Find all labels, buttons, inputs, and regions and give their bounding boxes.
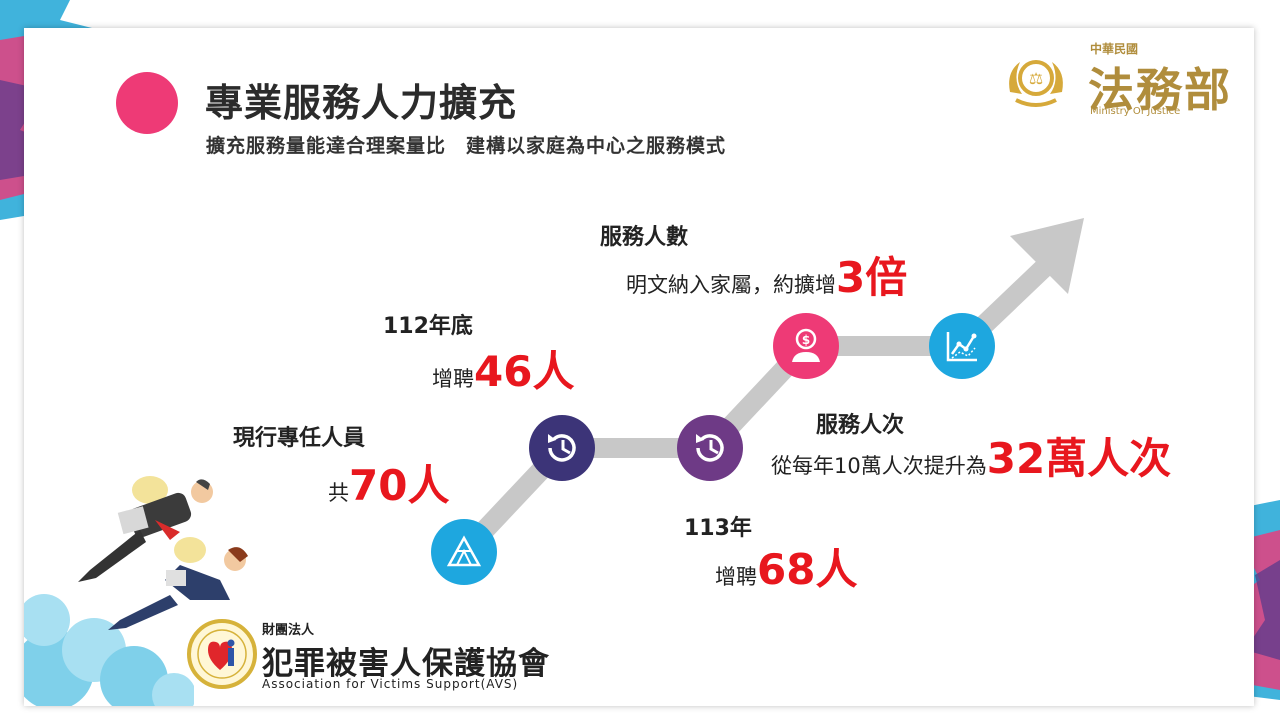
cloud-decoration (24, 594, 194, 706)
history-clock-icon (696, 434, 724, 462)
service-people-value: 3倍 (836, 253, 908, 302)
current-staff-count: 共 70人 (328, 452, 449, 513)
avs-emblem-icon (187, 619, 257, 689)
node-service-times (929, 313, 995, 379)
page-title: 專業服務人力擴充 (205, 81, 518, 125)
service-times-heading: 服務人次 (816, 413, 905, 438)
title-bullet (116, 72, 178, 134)
slide-card (24, 28, 1254, 706)
y112-value: 46人 (474, 347, 575, 396)
y113-heading: 113年 (684, 516, 752, 541)
ministry-emblem-icon: ⚖ (1009, 60, 1063, 107)
avs-org-type: 財團法人 (262, 623, 315, 638)
avs-english-name: Association for Victims Support(AVS) (262, 677, 519, 691)
service-people-heading: 服務人數 (600, 225, 689, 250)
service-times-prefix: 從每年10萬人次提升為 (771, 454, 987, 478)
ministry-country-text: 中華民國 (1090, 42, 1139, 56)
y112-prefix: 增聘 (432, 367, 474, 391)
page-subtitle: 擴充服務量能達合理案量比 建構以家庭為中心之服務模式 (206, 135, 727, 157)
current-staff-prefix: 共 (328, 481, 349, 505)
line-chart-icon (946, 332, 977, 362)
money-person-icon: $ (792, 328, 820, 362)
current-staff-heading: 現行專任人員 (233, 426, 366, 451)
y113-value: 68人 (757, 545, 858, 594)
triangle-grid-icon (446, 535, 482, 567)
current-staff-value: 70人 (349, 461, 450, 510)
node-current-staff (431, 519, 497, 585)
service-people-prefix: 明文納入家屬，約擴增 (626, 273, 836, 297)
avs-name: 犯罪被害人保護協會 (262, 646, 550, 682)
y113-prefix: 增聘 (715, 565, 757, 589)
y112-heading: 112年底 (383, 314, 473, 339)
node-112 (529, 415, 595, 481)
flying-people-illustration (78, 476, 248, 630)
service-people-growth: 明文納入家屬，約擴增 3倍 (626, 244, 907, 305)
growth-path-line (456, 254, 1057, 559)
node-service-people: $ (773, 313, 839, 379)
growth-arrow-head (1010, 218, 1084, 294)
node-113 (677, 415, 743, 481)
ministry-name: 法務部 (1088, 63, 1232, 117)
svg-text:$: $ (802, 333, 810, 347)
ministry-english-name: Ministry Of Justice (1090, 106, 1181, 117)
service-times-value: 32萬人次 (986, 434, 1172, 483)
y113-hire-count: 增聘 68人 (715, 536, 857, 597)
history-clock-icon (548, 434, 576, 462)
svg-text:⚖: ⚖ (1029, 69, 1043, 88)
service-times-growth: 從每年10萬人次提升為 32萬人次 (771, 425, 1171, 486)
y112-hire-count: 增聘 46人 (432, 338, 574, 399)
